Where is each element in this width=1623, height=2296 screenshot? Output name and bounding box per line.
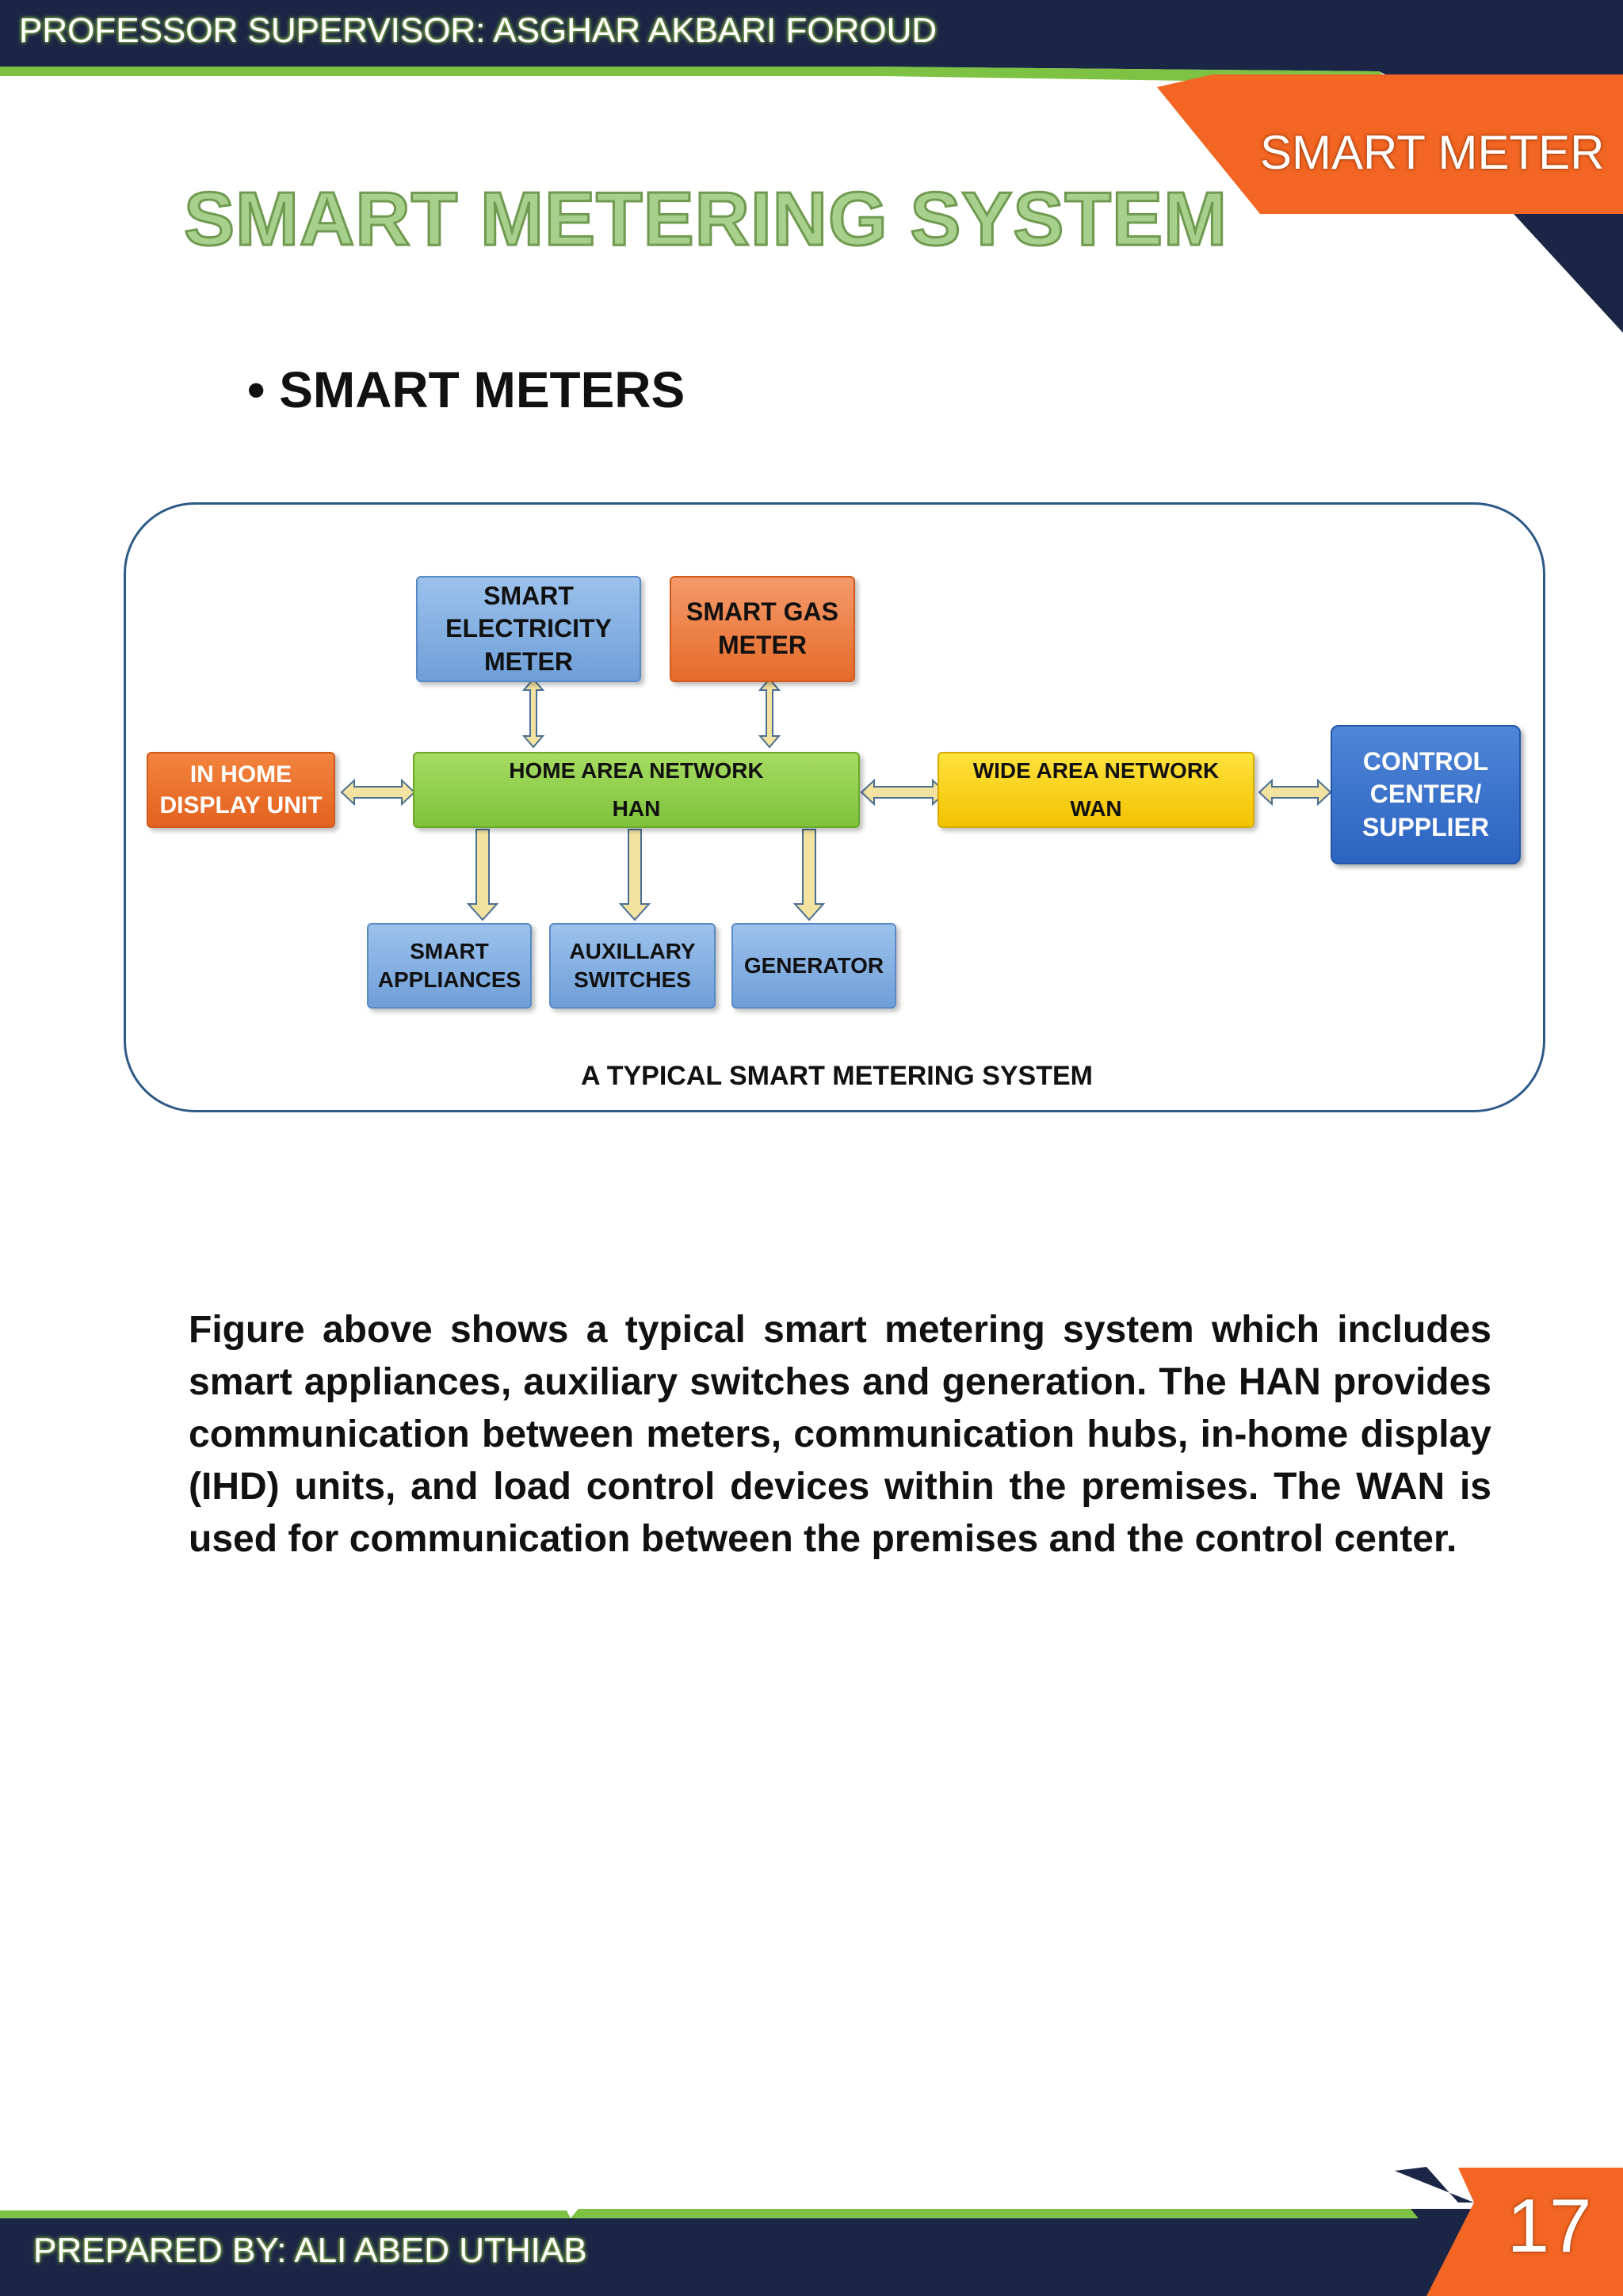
box-line: SWITCHES xyxy=(574,967,691,992)
smart-gas-meter-box: SMART GAS METER xyxy=(670,576,855,682)
header-green-stripe xyxy=(0,67,888,76)
page-number: 17 xyxy=(1507,2183,1592,2268)
bullet-text: SMART METERS xyxy=(279,361,685,418)
box-line: GENERATOR xyxy=(743,952,884,978)
box-line: METER xyxy=(718,631,807,659)
box-line: APPLIANCES xyxy=(377,967,521,992)
footer-green-stripe-right xyxy=(571,2209,1419,2218)
header-navy-band xyxy=(0,0,1623,261)
bullet-heading: • SMART METERS xyxy=(247,360,685,419)
auxillary-switches-box: AUXILLARY SWITCHES xyxy=(549,923,716,1009)
description-paragraph: Figure above shows a typical smart meter… xyxy=(189,1309,1491,1560)
arrow-inhome-han xyxy=(340,778,416,807)
smart-electricity-meter-box: SMART ELECTRICITY METER xyxy=(416,576,641,682)
wan-box: WIDE AREA NETWORK WAN xyxy=(938,752,1254,828)
arrow-wan-control xyxy=(1258,778,1332,807)
smart-appliances-box: SMART APPLIANCES xyxy=(367,923,532,1009)
section-label: SMART METER xyxy=(1260,126,1605,179)
box-line: METER xyxy=(484,646,573,676)
box-line: SMART GAS xyxy=(686,597,838,627)
arrow-han-wan xyxy=(860,778,947,807)
generator-box: GENERATOR xyxy=(731,923,896,1009)
arrow-gas-han xyxy=(758,677,781,749)
footer-green-stripe xyxy=(0,2210,571,2218)
box-line: HAN xyxy=(612,796,661,821)
prepared-by-label: PREPARED BY: ALI ABED UTHIAB xyxy=(33,2231,587,2270)
bullet-dot: • xyxy=(247,361,265,418)
in-home-display-box: IN HOME DISPLAY UNIT xyxy=(147,752,335,828)
control-center-box: CONTROL CENTER/ SUPPLIER xyxy=(1331,725,1521,864)
supervisor-label: PROFESSOR SUPERVISOR: ASGHAR AKBARI FORO… xyxy=(19,11,938,50)
box-line: HOME AREA NETWORK xyxy=(509,758,764,784)
box-line: SMART xyxy=(483,581,574,610)
arrow-elec-han xyxy=(521,677,545,749)
box-line: ELECTRICITY xyxy=(445,614,612,643)
box-line: WIDE AREA NETWORK xyxy=(972,758,1220,784)
figure-caption: A TYPICAL SMART METERING SYSTEM xyxy=(580,1061,1094,1091)
han-box: HOME AREA NETWORK HAN xyxy=(413,752,860,828)
box-line: SMART xyxy=(410,938,489,963)
box-line: CONTROL xyxy=(1362,746,1489,776)
box-line: CENTER/ xyxy=(1369,780,1482,809)
arrow-han-generator xyxy=(792,829,826,921)
page-title: SMART METERING SYSTEM xyxy=(182,176,1228,263)
footer-navy-band xyxy=(0,2167,1623,2296)
corner-orange-banner xyxy=(1157,74,1623,214)
box-line: IN HOME xyxy=(189,761,292,788)
box-line: DISPLAY UNIT xyxy=(159,792,323,818)
arrow-han-switches xyxy=(618,829,651,921)
arrow-han-appliances xyxy=(466,829,499,921)
box-line: WAN xyxy=(1070,796,1122,821)
corner-navy-wedge xyxy=(1514,214,1623,333)
footer-orange-corner xyxy=(1426,2168,1623,2296)
box-line: SUPPLIER xyxy=(1361,812,1490,841)
box-line: AUXILLARY xyxy=(569,938,696,963)
smart-metering-diagram: .arr{fill:#f3e2a0;stroke:#4a6f94;stroke-… xyxy=(124,502,1545,1112)
